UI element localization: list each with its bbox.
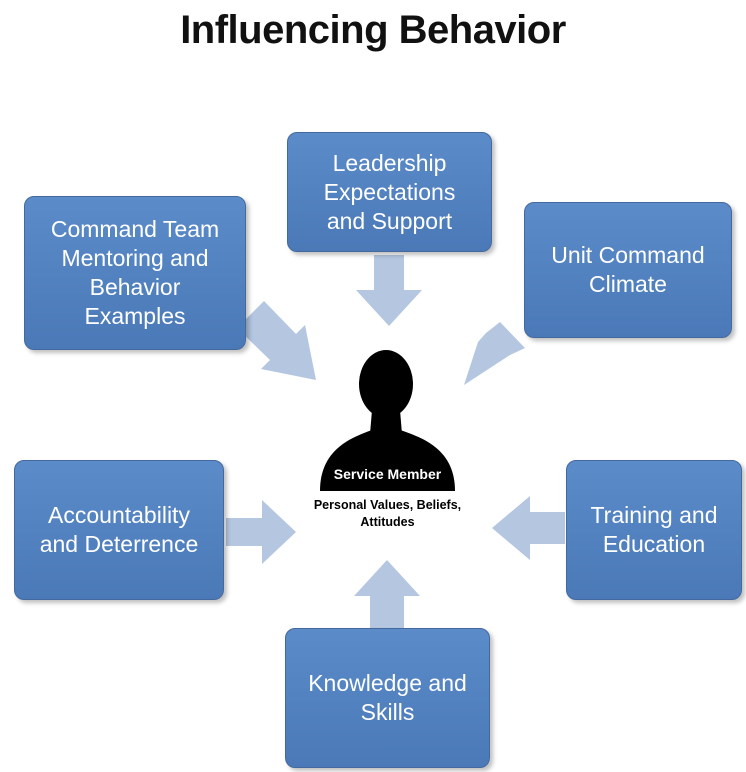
page-title: Influencing Behavior (180, 8, 566, 52)
arrow-leadership (356, 255, 422, 326)
box-leadership-expectations: Leadership Expectations and Support (287, 132, 492, 252)
arrow-climate (464, 322, 525, 385)
arrow-mentoring (237, 301, 316, 380)
box-mentoring-label: Command Team Mentoring and Behavior Exam… (50, 216, 220, 329)
box-command-team-mentoring: Command Team Mentoring and Behavior Exam… (24, 196, 246, 350)
arrow-knowledge (354, 560, 420, 628)
service-member-silhouette-icon (320, 350, 455, 491)
box-accountability-deterrence: Accountability and Deterrence (14, 460, 224, 600)
box-climate-label: Unit Command Climate (551, 242, 705, 297)
box-accountability-label: Accountability and Deterrence (39, 502, 199, 557)
box-knowledge-skills: Knowledge and Skills (285, 628, 490, 768)
arrow-training (492, 496, 565, 560)
box-training-label: Training and Education (590, 502, 718, 557)
arrow-accountability (226, 500, 296, 564)
box-unit-command-climate: Unit Command Climate (524, 202, 732, 338)
personal-values-label: Personal Values, Beliefs, Attitudes (313, 498, 462, 529)
box-leadership-label: Leadership Expectations and Support (323, 149, 456, 234)
box-training-education: Training and Education (566, 460, 742, 600)
box-knowledge-label: Knowledge and Skills (308, 670, 467, 725)
service-member-label: Service Member (333, 466, 442, 482)
